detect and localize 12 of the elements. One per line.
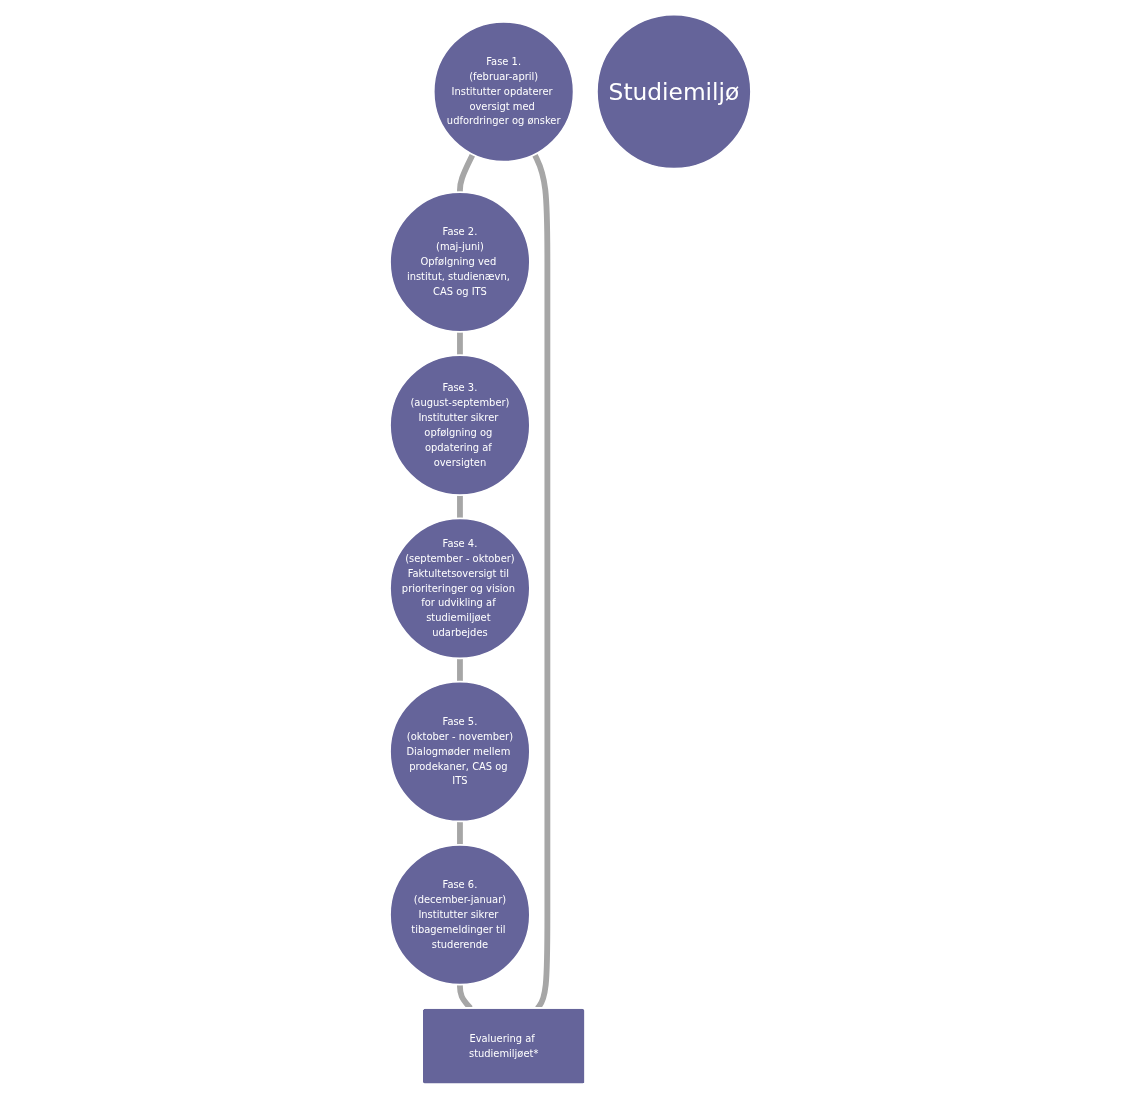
connector — [457, 153, 476, 193]
connector — [457, 494, 463, 520]
connector — [457, 330, 463, 357]
node-circle: Fase 4. (september - oktober) Faktultetsoversigt til prioriteringer og vision for udvikling af studiemiljøet udarbejdes — [389, 517, 531, 660]
node-circle: Fase 1. (februar-april) Institutter opdaterer oversigt med udfordringer og ønsker — [432, 20, 575, 163]
node-circle: Fase 6. (december-januar) Institutter sikrer tibagemeldinger til studerende — [389, 843, 531, 986]
node-circle: Studiemiljø — [596, 13, 752, 170]
node-circle: Fase 5. (oktober - november) Dialogmøder mellem prodekaner, CAS og ITS — [389, 680, 531, 823]
node-circle: Fase 3. (august-september) Institutter sikrer opfølgning og opdatering af oversigten — [389, 354, 531, 496]
node-circle: Fase 2. (maj-juni) Opfølgning ved institut, studienævn, CAS og ITS — [389, 191, 531, 333]
connector — [457, 820, 463, 846]
connector — [457, 657, 463, 683]
